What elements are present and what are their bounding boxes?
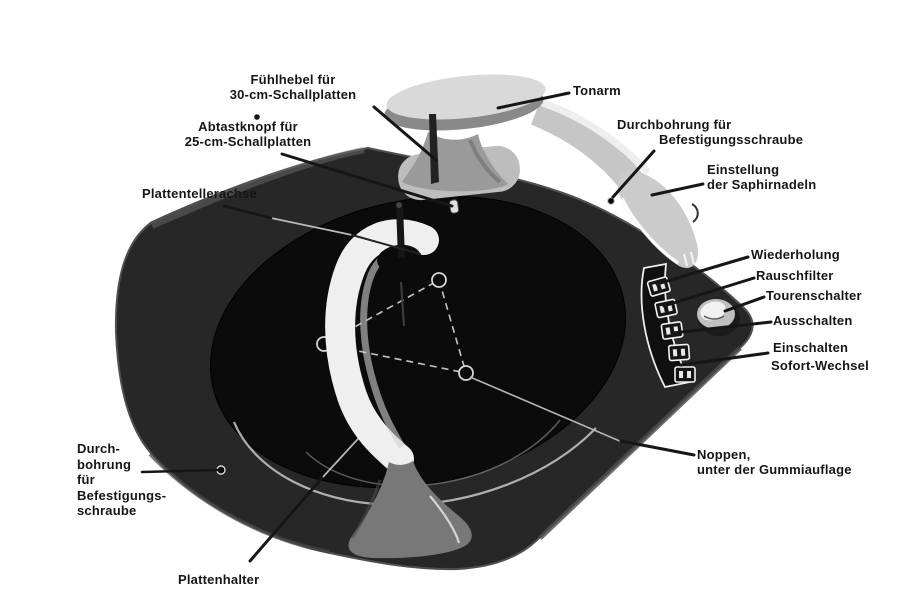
- label-sofort-wechsel: Sofort-Wechsel: [771, 358, 869, 373]
- label-abtastknopf: Abtastknopf für 25-cm-Schallplatten: [160, 119, 336, 149]
- label-tonarm: Tonarm: [573, 83, 621, 98]
- label-plattenhalter: Plattenhalter: [178, 572, 260, 587]
- label-fuehlhebel-line2: 30-cm-Schallplatten: [229, 87, 357, 102]
- leader-rauschfilter: [662, 276, 756, 308]
- fuehlhebel-pin: [429, 114, 439, 184]
- label-noppen: Noppen, unter der Gummiauflage: [697, 447, 852, 477]
- label-noppen-line1: Noppen,: [697, 447, 751, 462]
- tonearm-band: [530, 99, 643, 191]
- label-einschalten: Einschalten: [773, 340, 849, 355]
- label-durchbohrung-oben-line2: Befestigungsschraube: [659, 132, 804, 147]
- head-tip-mark-2: [690, 251, 695, 265]
- support-mound-shade: [468, 139, 502, 184]
- spindle-tip: [396, 202, 402, 208]
- leader-durchbohrung-links: [140, 468, 220, 474]
- platter: [209, 195, 627, 489]
- label-fuehlhebel-line1: Fühlhebel für: [250, 72, 336, 87]
- label-durchbohrung-links-line5: schraube: [77, 503, 137, 518]
- mount-hole-top: [606, 196, 616, 206]
- label-einstellung-line2: der Saphirnadeln: [707, 177, 817, 192]
- label-einstellung-line1: Einstellung: [707, 162, 780, 177]
- leader-noppen-inner: [469, 376, 623, 443]
- speed-knob-top: [700, 301, 726, 321]
- plattenhalter-base-shadow: [350, 479, 382, 539]
- leader-einschalten: [679, 351, 770, 367]
- leader-wiederholung: [655, 255, 750, 286]
- label-durchbohrung-oben-line1: Durchbohrung für: [617, 117, 732, 132]
- label-wiederholung: Wiederholung: [751, 247, 840, 262]
- chassis-bevel-bottomleft: [148, 452, 331, 554]
- label-einstellung: Einstellung der Saphirnadeln: [707, 162, 816, 192]
- saphirnadel-hook: [691, 203, 699, 223]
- leader-noppen: [619, 439, 696, 457]
- label-noppen-line2: unter der Gummiauflage: [697, 462, 852, 477]
- label-plattentellerachse: Plattentellerachse: [142, 186, 257, 201]
- label-durchbohrung-links: Durch- bohrung für Befestigungs- schraub…: [77, 441, 166, 519]
- leader-ausschalten: [671, 320, 773, 335]
- plattenhalter-base-highlight: [429, 495, 461, 544]
- leader-tourenschalter: [723, 295, 766, 313]
- label-ausschalten: Ausschalten: [773, 313, 853, 328]
- label-durchbohrung-links-line3: für: [77, 472, 95, 487]
- label-abtastknopf-line1: Abtastknopf für: [198, 119, 298, 134]
- leader-plattenhalter: [248, 476, 324, 563]
- chassis-bevel-topleft: [150, 147, 365, 229]
- leader-achse: [222, 204, 273, 220]
- label-tourenschalter: Tourenschalter: [766, 288, 862, 303]
- platter-inner-ring: [305, 419, 561, 487]
- plattenhalter-base: [348, 461, 472, 559]
- support-mound: [402, 132, 508, 192]
- dot-marker: [254, 114, 260, 120]
- label-durchbohrung-links-line1: Durch-: [77, 441, 121, 456]
- tonearm-head-highlight: [620, 197, 679, 265]
- leader-fuehlhebel: [372, 105, 438, 162]
- chassis-bevel-bottomright: [538, 346, 742, 540]
- leader-durchbohrung-oben: [611, 149, 656, 199]
- leader-achse-over-arm: [351, 234, 421, 255]
- tonearm-disc: [386, 74, 546, 120]
- leader-abtastknopf: [280, 152, 454, 208]
- leader-tonarm: [496, 91, 571, 110]
- speed-knob-marker: [703, 315, 725, 320]
- noppen-circle-top: [431, 272, 447, 288]
- noppen-circle-bottom: [458, 365, 474, 381]
- label-durchbohrung-links-line2: bohrung: [77, 456, 132, 472]
- tonearm-band-highlight: [538, 98, 651, 175]
- tonearm-head: [617, 170, 699, 269]
- label-durchbohrung-links-line4: Befestigungs-: [77, 487, 167, 503]
- leader-lines: [140, 91, 773, 563]
- abtastknopf-stub: [449, 199, 460, 214]
- leader-einstellung: [650, 182, 705, 197]
- head-tip-mark-1: [683, 253, 688, 267]
- label-abtastknopf-line2: 25-cm-Schallplatten: [184, 134, 312, 149]
- label-rauschfilter: Rauschfilter: [756, 268, 834, 283]
- spindle: [396, 206, 405, 258]
- plattenhalter-arm: [325, 219, 439, 474]
- leader-achse-inner: [270, 217, 353, 236]
- label-durchbohrung-oben: Durchbohrung für Befestigungsschraube: [617, 117, 803, 147]
- spindle-shadow: [400, 281, 405, 327]
- label-fuehlhebel: Fühlhebel für 30-cm-Schallplatten: [205, 72, 381, 102]
